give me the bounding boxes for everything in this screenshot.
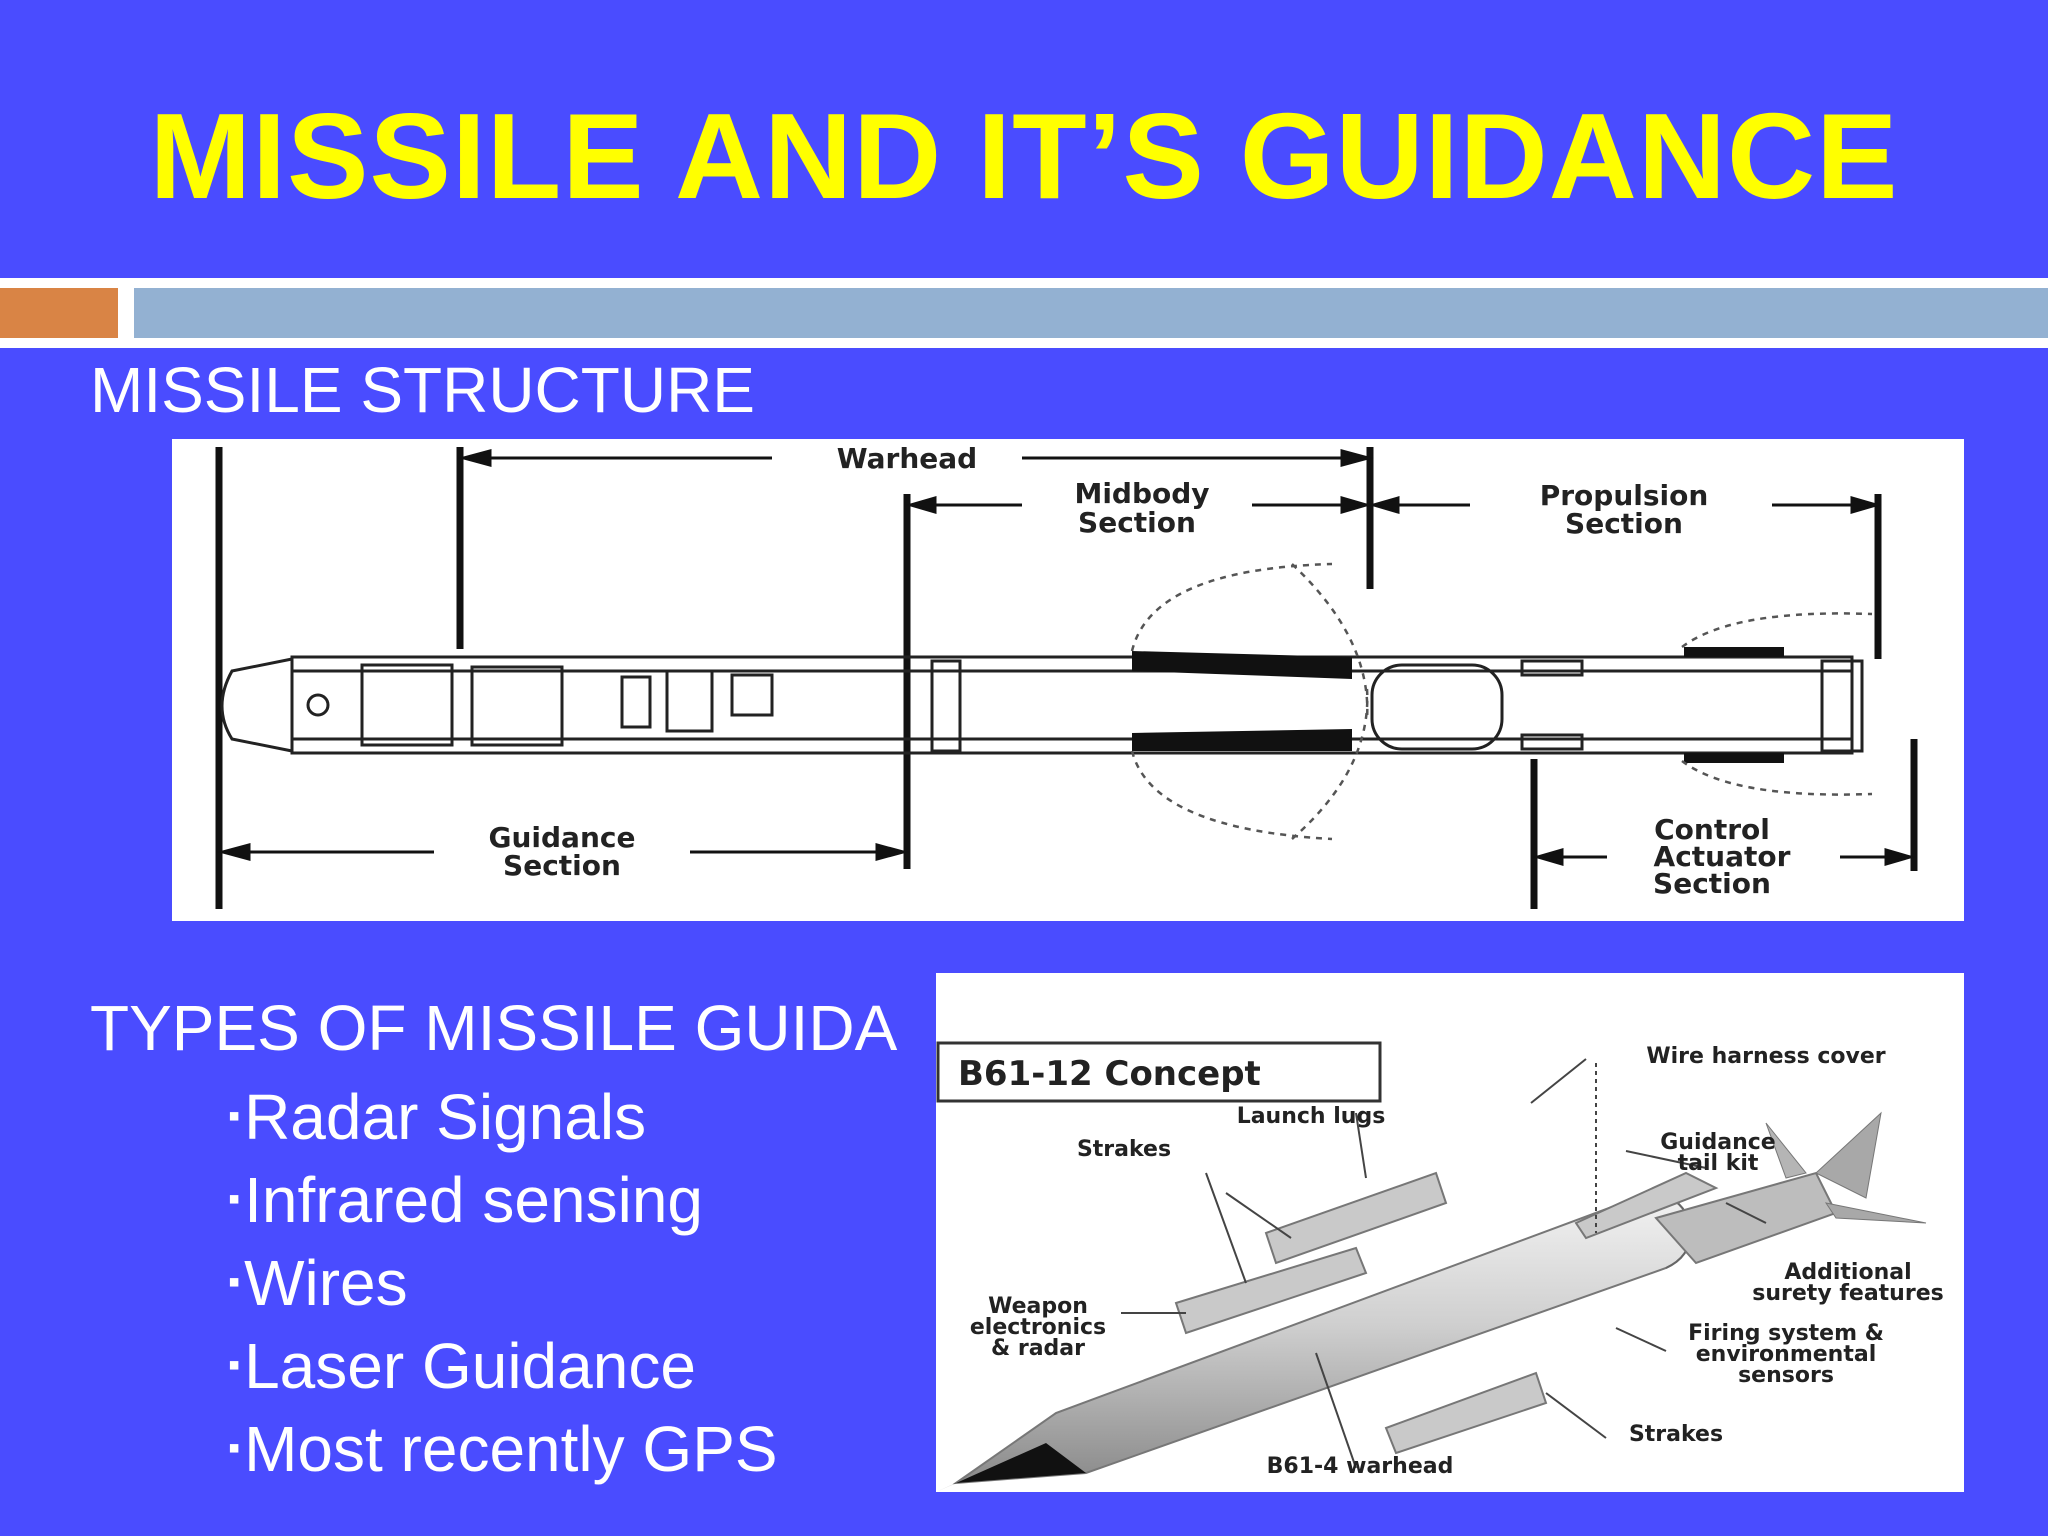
control-label-line1: Control <box>1654 813 1770 846</box>
b61-concept-diagram: B61-12 Concept <box>936 973 1964 1492</box>
firing-system-label-line3: sensors <box>1738 1363 1834 1388</box>
b61-bomb-body <box>936 1111 1927 1492</box>
missile-structure-diagram: Warhead Midbody Section Propulsion Secti… <box>172 439 1964 921</box>
list-item: ▪Laser Guidance <box>228 1330 696 1402</box>
divider-accent-blue <box>134 288 2048 338</box>
concept-title: B61-12 Concept <box>958 1054 1261 1094</box>
strakes-top-label: Strakes <box>1077 1137 1171 1162</box>
firing-system-label-line1: Firing system & <box>1688 1321 1884 1346</box>
guidance-types-heading: TYPES OF MISSILE GUIDA <box>90 992 898 1064</box>
fin-sweep-arcs <box>1130 562 1873 841</box>
guidance-label-line2: Section <box>503 849 621 882</box>
guidance-types-list: ▪Radar Signals ▪Infrared sensing ▪Wires … <box>228 1075 778 1490</box>
leader-lines <box>1121 1058 1767 1469</box>
warhead-label: B61-4 warhead <box>1267 1454 1454 1479</box>
propulsion-label-line2: Section <box>1565 507 1683 540</box>
bullet-square-icon: ▪ <box>228 1429 241 1467</box>
guidance-tail-label-line2: tail kit <box>1678 1151 1759 1176</box>
weapon-electronics-label-line1: Weapon <box>988 1294 1088 1319</box>
firing-system-label-line2: environmental <box>1696 1342 1877 1367</box>
missile-structure-heading: MISSILE STRUCTURE <box>90 354 755 426</box>
midbody-label-line1: Midbody <box>1074 477 1209 510</box>
bullet-square-icon: ▪ <box>228 1180 241 1218</box>
list-item: ▪Radar Signals <box>228 1081 647 1153</box>
list-item: ▪Wires <box>228 1247 408 1319</box>
missile-body <box>220 655 1864 755</box>
list-item: ▪Most recently GPS <box>228 1413 778 1485</box>
weapon-electronics-label-line2: electronics <box>970 1315 1106 1340</box>
weapon-electronics-label-line3: & radar <box>991 1336 1085 1361</box>
bullet-square-icon: ▪ <box>228 1346 241 1384</box>
guidance-tail-label-line1: Guidance <box>1660 1130 1775 1155</box>
propulsion-label-line1: Propulsion <box>1540 479 1709 512</box>
missile-wings <box>1132 647 1784 763</box>
list-item: ▪Infrared sensing <box>228 1164 703 1236</box>
strakes-bottom-label: Strakes <box>1629 1422 1723 1447</box>
launch-lugs-label: Launch lugs <box>1237 1104 1386 1129</box>
guidance-label-line1: Guidance <box>489 821 636 854</box>
slide-title: MISSILE AND IT’S GUIDANCE <box>149 88 1899 224</box>
warhead-label: Warhead <box>837 442 977 475</box>
midbody-label-line2: Section <box>1078 506 1196 539</box>
additional-label-line2: surety features <box>1752 1281 1943 1306</box>
bullet-square-icon: ▪ <box>228 1097 241 1135</box>
control-label-line3: Section <box>1653 867 1771 900</box>
wire-harness-label: Wire harness cover <box>1646 1044 1885 1069</box>
divider-accent-orange <box>0 288 118 338</box>
strakes-parts <box>1174 1171 1719 1455</box>
bullet-square-icon: ▪ <box>228 1263 241 1301</box>
additional-label-line1: Additional <box>1784 1260 1911 1285</box>
control-label-line2: Actuator <box>1654 840 1791 873</box>
